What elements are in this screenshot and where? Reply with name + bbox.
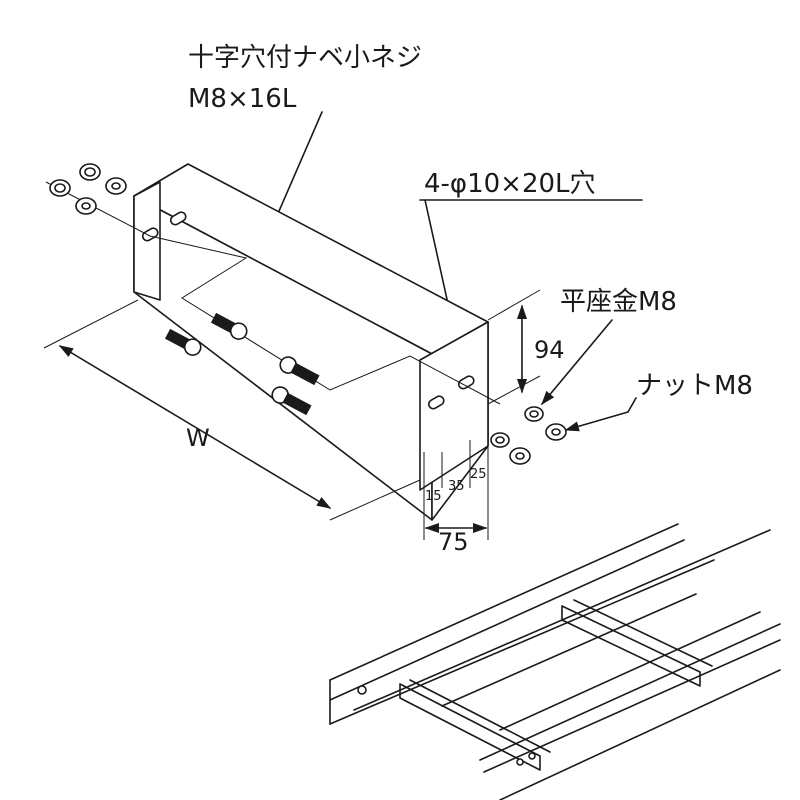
washer-leader	[541, 319, 613, 406]
height-dimension	[487, 289, 541, 405]
depth-label: 75	[438, 528, 469, 556]
washer-label: 平座金M8	[560, 287, 677, 317]
offset-15-label: 15	[425, 489, 442, 504]
nut-label: ナットM8	[636, 371, 753, 401]
width-dimension	[43, 299, 421, 521]
cable-ladder	[329, 523, 781, 800]
width-label: W	[186, 424, 210, 452]
right-hardware	[490, 406, 567, 465]
screw-size-label: M8×16L	[188, 84, 297, 114]
nut-leader	[564, 397, 637, 432]
offset-35-label: 35	[448, 479, 465, 494]
left-hardware	[49, 163, 127, 215]
screw-name-label: 十字穴付ナベ小ネジ	[188, 43, 422, 73]
bracket	[45, 163, 501, 521]
height-label: 94	[534, 336, 565, 364]
depth-dimension	[423, 440, 489, 540]
hole-spec-label: 4-φ10×20L穴	[424, 169, 596, 199]
offset-25-label: 25	[470, 467, 487, 482]
